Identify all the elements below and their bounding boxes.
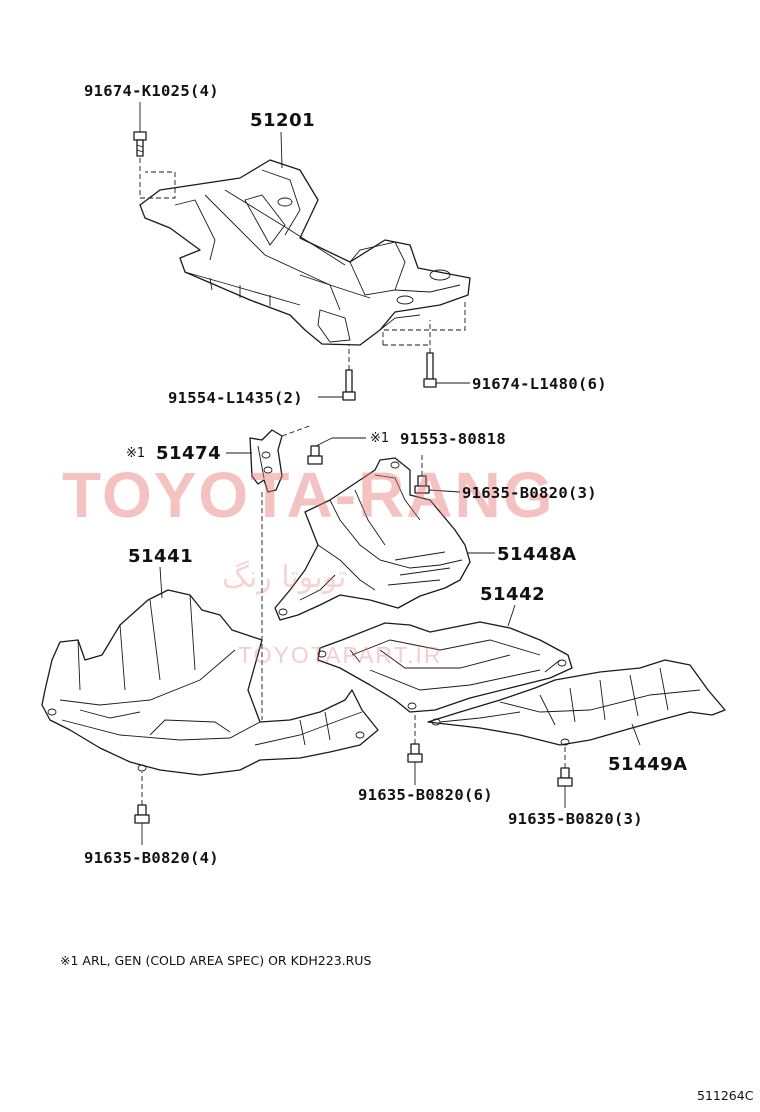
label-cover-51448A: 51448A: [497, 544, 577, 565]
label-bolt-91553-80818: 91553-80818: [400, 430, 506, 448]
bolt-91553-80818: [307, 445, 323, 465]
bracket-51474: [249, 429, 283, 493]
label-bolt-bracket-mark: ※1: [370, 431, 390, 446]
label-cover-51442: 51442: [480, 584, 546, 605]
bolt-91674-K1025: [133, 131, 147, 157]
crossmember-51201: [139, 159, 471, 346]
cover-51441: [41, 589, 379, 776]
label-crossmember: 51201: [250, 110, 316, 131]
label-bracket-mark: ※1: [126, 446, 146, 461]
label-bolt-91635-B0820-front: 91635-B0820(4): [84, 849, 219, 867]
bolt-91635-B0820-right: [557, 767, 573, 787]
label-bolt-91635-B0820-plate: 91635-B0820(6): [358, 786, 493, 804]
cover-51449A: [427, 659, 726, 746]
label-bolt-91554-L1435: 91554-L1435(2): [168, 389, 303, 407]
watermark-brand: TOYOTA-RANG: [62, 459, 555, 531]
label-bolt-91674-L1480: 91674-L1480(6): [472, 375, 607, 393]
bolt-91674-L1480: [423, 352, 437, 388]
diagram-code: 511264C: [697, 1088, 754, 1103]
label-bolt-91635-B0820-top: 91635-B0820(3): [462, 484, 597, 502]
watermark-site: TOYOTAPART.IR: [238, 642, 443, 668]
bolt-91635-B0820-front: [134, 804, 150, 824]
label-bolt-91635-B0820-right: 91635-B0820(3): [508, 810, 643, 828]
label-bolt-91674-K1025: 91674-K1025(4): [84, 82, 219, 100]
footnote: ※1 ARL, GEN (COLD AREA SPEC) OR KDH223.R…: [60, 953, 372, 968]
watermark-persian: تویوتا رنگ: [222, 560, 347, 595]
label-cover-51441: 51441: [128, 546, 194, 567]
label-cover-51449A: 51449A: [608, 754, 688, 775]
bolt-91554-L1435: [342, 369, 356, 401]
bolt-91635-B0820-plate: [407, 743, 423, 763]
label-bracket: 51474: [156, 443, 222, 464]
cover-51448A: [274, 457, 471, 621]
cover-51442: [317, 621, 573, 713]
